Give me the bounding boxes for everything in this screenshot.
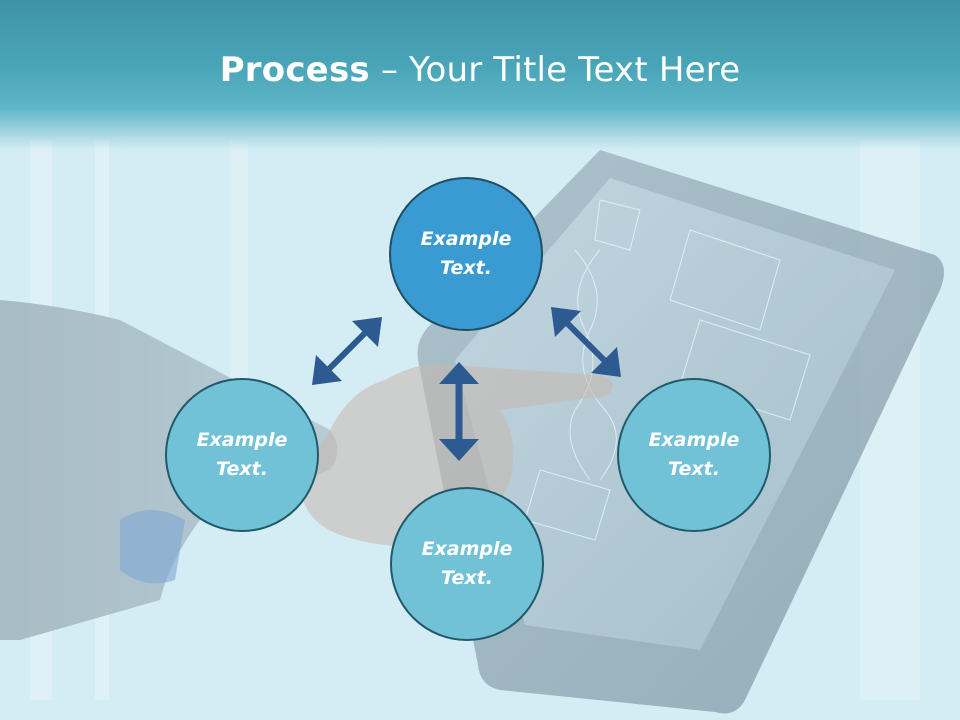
step-text-line1: Example <box>420 228 512 250</box>
step-text-line2: Text. <box>440 257 492 279</box>
process-step-bottom: Example Text. <box>390 487 544 641</box>
process-step-right: Example Text. <box>617 378 771 532</box>
title-bar <box>0 0 960 150</box>
step-text-line2: Text. <box>441 567 493 589</box>
title-rest: – Your Title Text Here <box>369 50 741 90</box>
step-text-line1: Example <box>421 538 513 560</box>
step-text-line2: Text. <box>216 458 268 480</box>
step-text-line1: Example <box>196 429 288 451</box>
process-step-left: Example Text. <box>165 378 319 532</box>
step-text-line2: Text. <box>668 458 720 480</box>
step-text-line1: Example <box>648 429 740 451</box>
slide-title: Process – Your Title Text Here <box>0 50 960 90</box>
title-bold: Process <box>219 50 370 90</box>
process-step-top: Example Text. <box>389 177 543 331</box>
